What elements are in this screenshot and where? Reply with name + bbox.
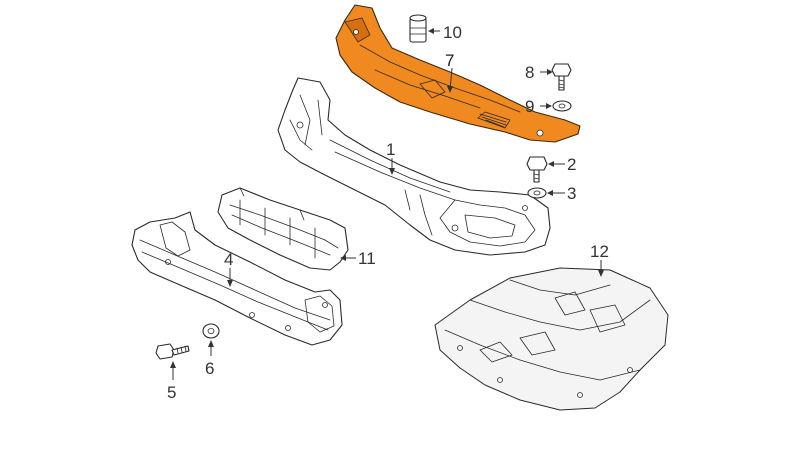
callout-3: 3 (567, 184, 576, 203)
callout-12: 12 (590, 242, 609, 261)
part-11-energy-absorber (217, 187, 349, 271)
callout-7: 7 (445, 51, 454, 70)
part-2-bolt (526, 156, 548, 183)
callout-4: 4 (224, 250, 233, 269)
part-7-upper-shield-highlighted (335, 4, 581, 143)
part-10-bump-stop (409, 14, 427, 43)
callout-labels: 10 7 8 9 1 2 3 11 4 12 5 6 (167, 23, 609, 402)
part-3-washer (527, 187, 547, 199)
part-6-washer (202, 323, 220, 339)
callout-6: 6 (205, 359, 214, 378)
leader-lines (170, 28, 604, 380)
part-12-engine-undershield (434, 267, 669, 411)
part-9-washer (552, 100, 572, 112)
callout-2: 2 (567, 155, 576, 174)
part-4-bumper-beam (131, 211, 343, 346)
part-5-bolt (155, 343, 190, 360)
callout-9: 9 (525, 97, 534, 116)
part-1-radiator-support (277, 77, 551, 256)
callout-1: 1 (386, 140, 395, 159)
callout-11: 11 (358, 249, 376, 268)
callout-8: 8 (525, 63, 534, 82)
callout-5: 5 (167, 383, 176, 402)
part-8-bolt (551, 63, 572, 91)
callout-10: 10 (443, 23, 462, 42)
